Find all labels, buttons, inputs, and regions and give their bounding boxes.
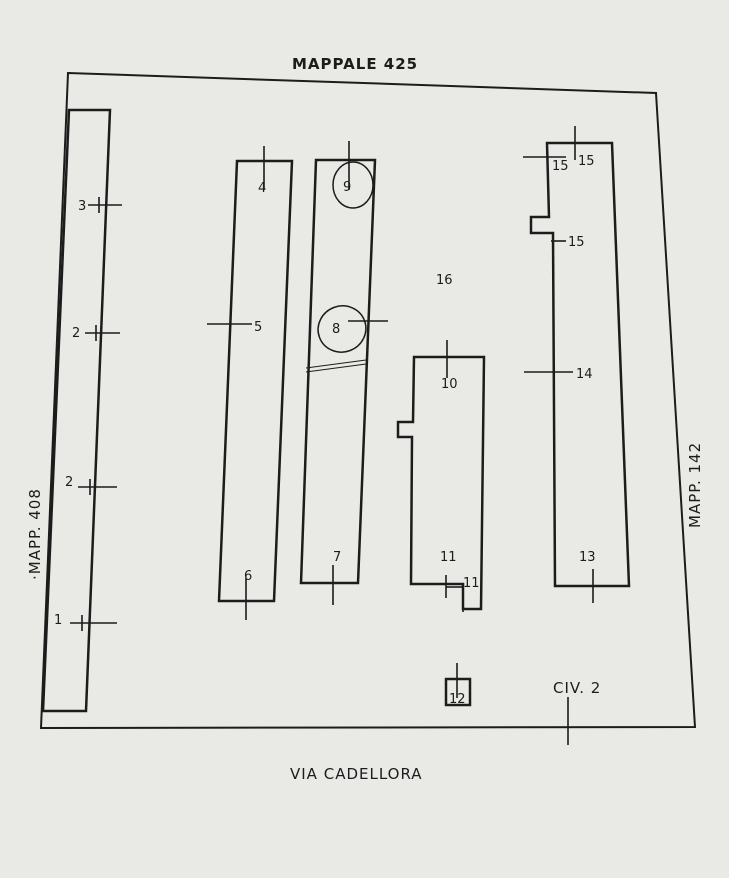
- building-right: [529, 141, 631, 588]
- street-label: VIA CADELLORA: [290, 765, 423, 783]
- building-3: [299, 158, 377, 585]
- point-label: 15: [578, 154, 595, 169]
- point-label: 3: [78, 199, 86, 214]
- point-label: 1: [54, 613, 62, 628]
- building-4: [396, 355, 486, 611]
- point-label: 4: [258, 181, 266, 196]
- building-left-long: [41, 108, 112, 713]
- point-label: 13: [579, 550, 596, 565]
- box-12: [444, 677, 472, 707]
- mapp-left-label: ·MAPP. 408: [26, 488, 44, 580]
- point-label: 11: [463, 576, 480, 591]
- point-label: 2: [72, 326, 80, 341]
- point-label: 10: [441, 377, 458, 392]
- point-label: 12: [449, 692, 466, 707]
- area-16-label: 16: [436, 273, 453, 288]
- point-label: 6: [244, 569, 252, 584]
- point-label: 11: [440, 550, 457, 565]
- point-label: 15: [568, 235, 585, 250]
- lot-boundary: [39, 71, 697, 730]
- point-label: 2: [65, 475, 73, 490]
- mappale-top-label: MAPPALE 425: [292, 55, 418, 73]
- point-label: 5: [254, 320, 262, 335]
- ellipse-9: [332, 161, 374, 209]
- mapp-right-label: MAPP. 142: [686, 442, 704, 528]
- photo-point-ticks: [70, 126, 594, 745]
- civ-label: CIV. 2: [553, 679, 601, 697]
- point-label: 15: [552, 159, 569, 174]
- point-label: 9: [343, 180, 351, 195]
- point-label: 7: [333, 550, 341, 565]
- point-label: 8: [332, 322, 340, 337]
- point-label: 14: [576, 367, 593, 382]
- building-2: [217, 159, 294, 603]
